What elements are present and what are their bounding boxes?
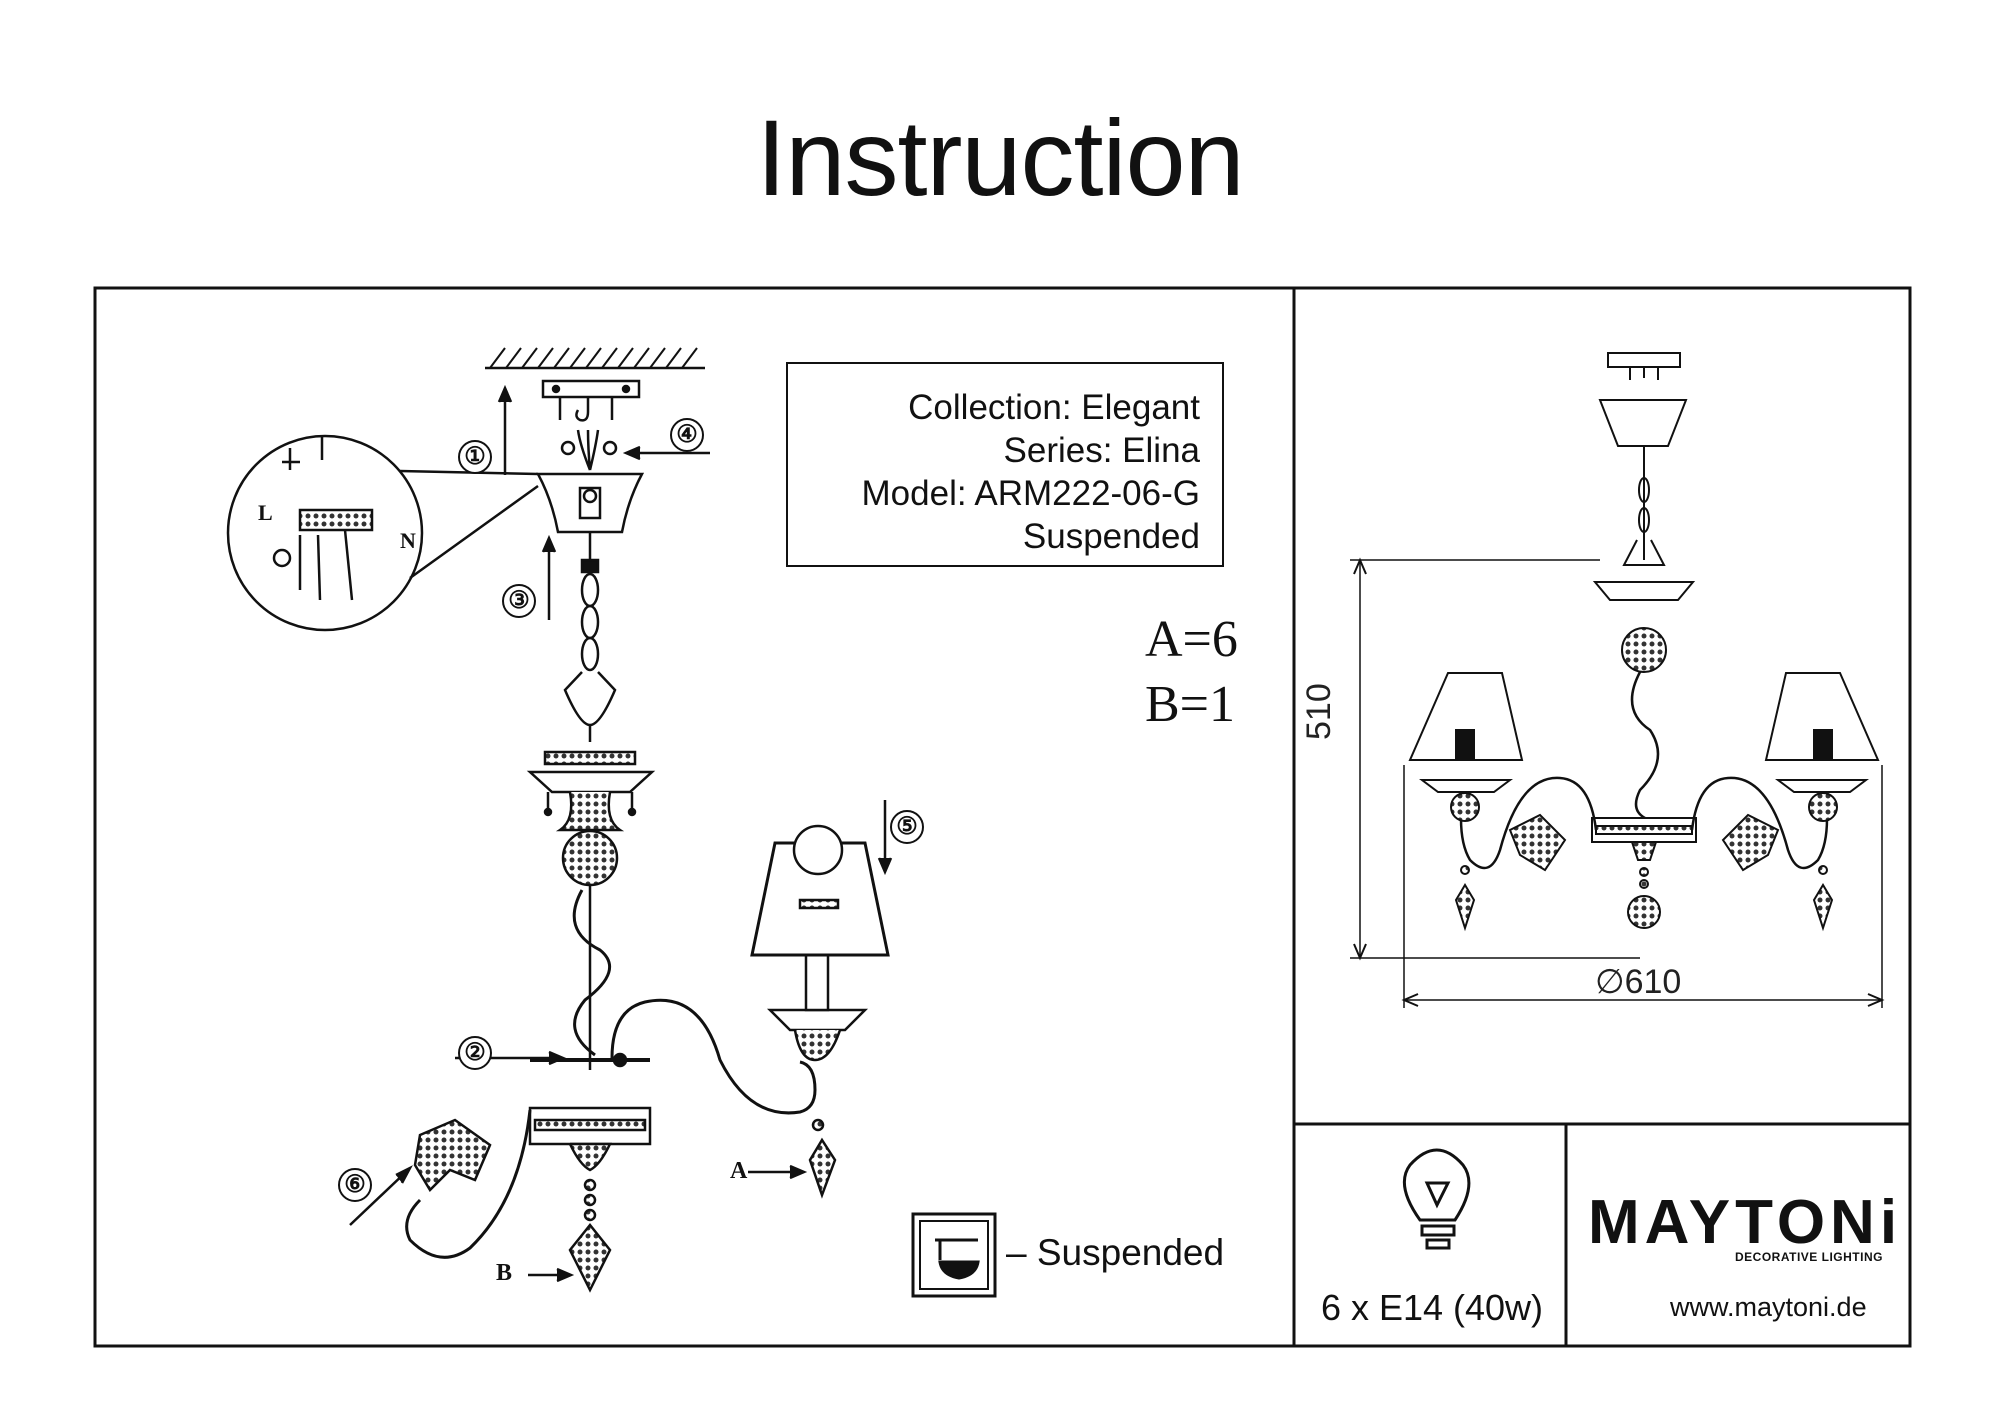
mounting-bracket [541,379,641,399]
page-frame [93,286,1912,1348]
pendant-b-label: B [496,1260,513,1286]
mount-text: Suspended [1022,517,1200,556]
step-3-marker: ③ [502,584,536,618]
website-link[interactable]: www.maytoni.de [1670,1292,1867,1322]
brand-logo: MAYTONi [1588,1188,1903,1257]
collection-text: Collection: Elegant [908,388,1200,427]
assembly-diagram [226,347,893,1293]
height-dimension: 510 [1300,683,1338,740]
count-a: A=6 [1145,611,1238,668]
step-4-marker: ④ [670,418,704,452]
legend-text: – Suspended [1006,1232,1225,1273]
series-text: Series: Elina [1003,431,1200,470]
wiring-detail-circle [226,434,424,632]
brand-tagline: DECORATIVE LIGHTING [1735,1250,1883,1264]
bulb-spec: 6 x E14 (40w) [1320,1287,1544,1328]
live-wire-label: L [258,500,273,525]
pendant-a-label: A [730,1158,748,1184]
crystal-pendant-a [808,1137,837,1199]
suspended-mount-icon [911,1212,997,1298]
step-5-marker: ⑤ [890,810,924,844]
model-text: Model: ARM222-06-G [861,474,1200,513]
step-6-marker: ⑥ [338,1168,372,1202]
step-1-marker: ① [458,440,492,474]
ceiling-hatching [489,347,698,369]
crystal-pendant-b [568,1222,612,1293]
step-2-marker: ② [458,1036,492,1070]
count-b: B=1 [1145,676,1236,733]
diameter-dimension: ∅610 [1595,963,1682,1001]
page-title: Instruction [756,97,1244,218]
butterfly-ornament [413,1118,492,1193]
bulb [792,824,844,876]
neutral-wire-label: N [400,528,416,553]
dimension-drawing [1350,352,1885,1008]
product-info-box: Collection: Elegant Series: Elina Model:… [786,362,1224,567]
light-bulb-icon [1402,1148,1471,1250]
crystal-ball [561,829,619,887]
